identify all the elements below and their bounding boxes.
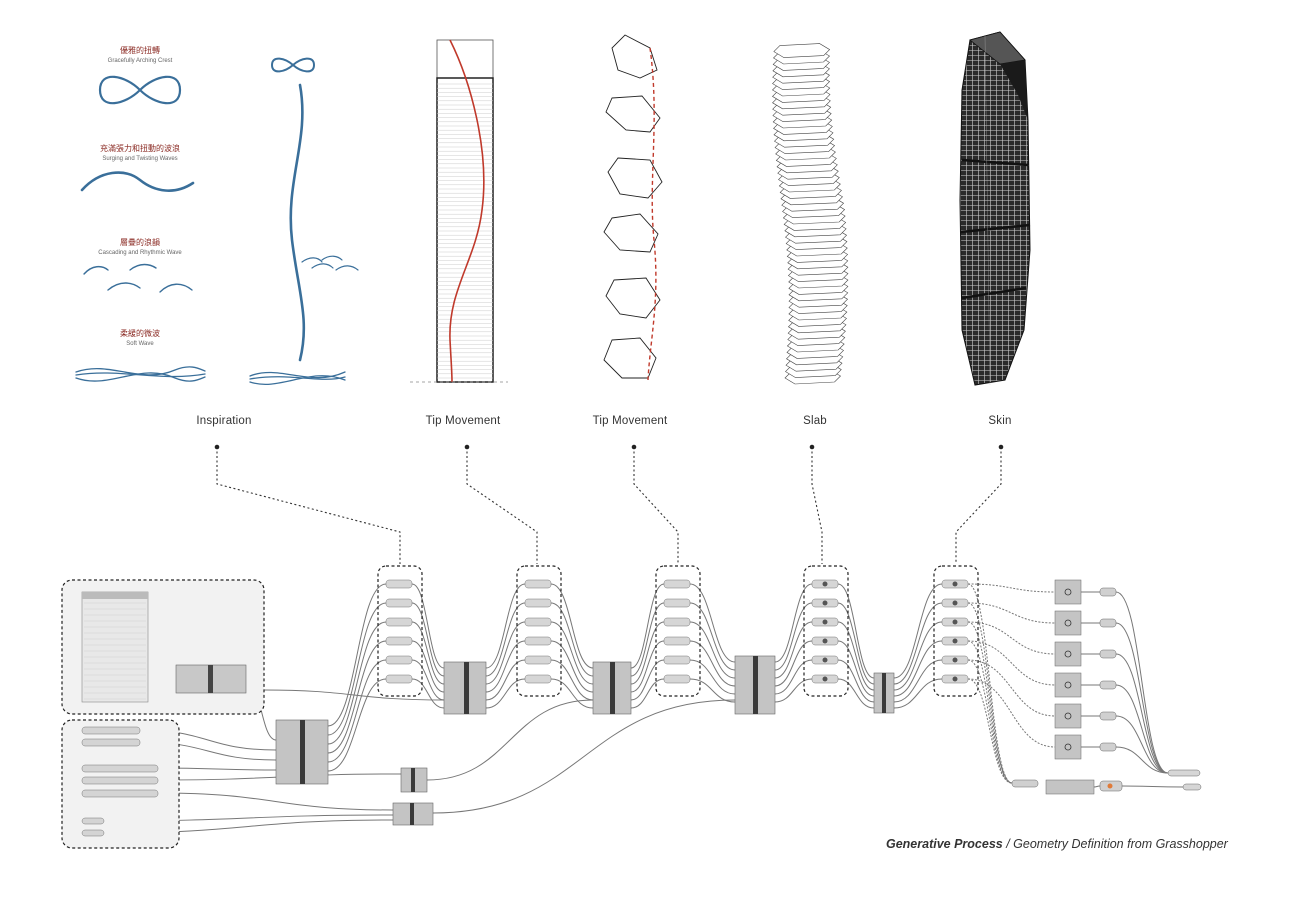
- gh-param-nodes: [385, 579, 969, 684]
- caption-rest: / Geometry Definition from Grasshopper: [1002, 837, 1228, 851]
- leader-dots: [214, 444, 1004, 450]
- tip-movement-plans: [603, 34, 663, 381]
- slab-stack: [772, 43, 849, 385]
- stage-label-tip-movement-1: Tip Movement: [425, 415, 501, 427]
- stage-label-skin: Skin: [988, 415, 1012, 427]
- gh-wires: [103, 583, 1184, 834]
- inspiration-label-2-cn: 充滿張力和扭動的波浪: [100, 144, 180, 153]
- figure-caption: Generative Process / Geometry Definition…: [886, 837, 1228, 851]
- wave-sketch-surging: [80, 171, 195, 192]
- tip-curve-red: [449, 39, 485, 383]
- stage-label-inspiration: Inspiration: [196, 415, 252, 427]
- inspiration-label-3-en: Cascading and Rhythmic Wave: [98, 250, 182, 256]
- inspiration-label-1-en: Gracefully Arching Crest: [107, 58, 173, 64]
- wave-sketch-soft: [75, 366, 206, 382]
- caption-bold: Generative Process: [886, 837, 1003, 851]
- grasshopper-definition: [61, 565, 1202, 849]
- wave-sketch-infinity-small: [270, 57, 316, 73]
- inspiration-label-2-en: Surging and Twisting Waves: [102, 156, 178, 162]
- wave-sketch-vertical: [289, 83, 306, 362]
- gh-sliders: [81, 726, 159, 837]
- stage-label-tip-movement-2: Tip Movement: [592, 415, 668, 427]
- inspiration-label-4-en: Soft Wave: [126, 341, 154, 347]
- gh-components: [275, 655, 895, 826]
- tip-path-red-dashed: [647, 47, 657, 381]
- skin-tower: [959, 31, 1031, 386]
- inspiration-sketches: [75, 57, 359, 385]
- inspiration-label-1-cn: 優雅的扭轉: [120, 46, 160, 55]
- gh-node-groups: [377, 565, 979, 697]
- wave-sketch-infinity: [98, 75, 182, 105]
- gh-output-components: [1011, 579, 1202, 795]
- wave-sketch-soft-2: [249, 371, 346, 385]
- inspiration-label-3-cn: 層疊的浪韻: [120, 238, 160, 247]
- stage-label-slab: Slab: [803, 415, 827, 427]
- tip-movement-elevation: [410, 39, 508, 383]
- wave-sketch-small-cascade: [301, 255, 359, 271]
- gh-component-bars: [300, 656, 886, 825]
- wave-sketch-cascading: [83, 263, 193, 293]
- inspiration-label-4-cn: 柔緩的微波: [120, 329, 160, 338]
- leader-lines: [216, 447, 1002, 564]
